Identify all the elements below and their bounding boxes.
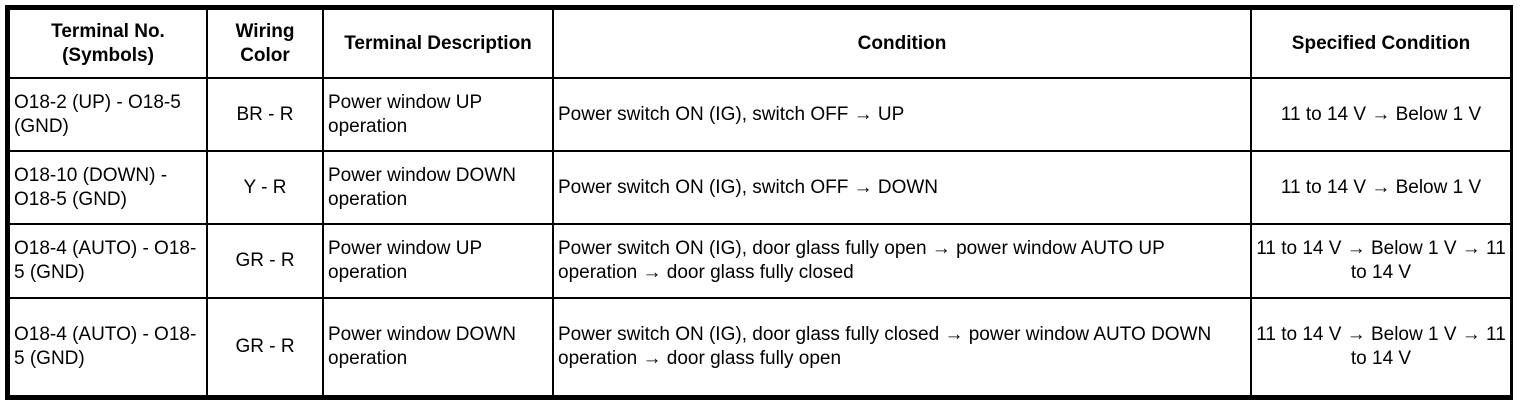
table-row: O18-4 (AUTO) - O18-5 (GND) GR - R Power … <box>8 296 1512 398</box>
header-specified-condition: Specified Condition <box>1250 8 1512 79</box>
cell-description: Power window DOWN operation <box>322 150 554 226</box>
cell-wiring-color: GR - R <box>206 296 324 398</box>
header-condition: Condition <box>552 8 1252 79</box>
cell-description: Power window UP operation <box>322 76 554 153</box>
cell-specified-condition: 11 to 14 V → Below 1 V <box>1250 76 1512 153</box>
cell-wiring-color: BR - R <box>206 76 324 153</box>
cell-specified-condition: 11 to 14 V → Below 1 V <box>1250 150 1512 226</box>
cell-description: Power window UP operation <box>322 223 554 299</box>
cell-condition: Power switch ON (IG), switch OFF → UP <box>552 76 1252 153</box>
cell-terminal: O18-4 (AUTO) - O18-5 (GND) <box>8 296 208 398</box>
terminal-table: Terminal No. (Symbols) Wiring Color Term… <box>8 8 1512 398</box>
cell-terminal: O18-2 (UP) - O18-5 (GND) <box>8 76 208 153</box>
cell-condition: Power switch ON (IG), door glass fully o… <box>552 223 1252 299</box>
table-row: O18-10 (DOWN) - O18-5 (GND) Y - R Power … <box>8 150 1512 226</box>
terminal-table-frame: Terminal No. (Symbols) Wiring Color Term… <box>5 5 1513 400</box>
header-wiring-color: Wiring Color <box>206 8 324 79</box>
cell-wiring-color: Y - R <box>206 150 324 226</box>
cell-specified-condition: 11 to 14 V → Below 1 V → 11 to 14 V <box>1250 223 1512 299</box>
header-row: Terminal No. (Symbols) Wiring Color Term… <box>8 8 1512 79</box>
header-terminal-no: Terminal No. (Symbols) <box>8 8 208 79</box>
cell-specified-condition: 11 to 14 V → Below 1 V → 11 to 14 V <box>1250 296 1512 398</box>
cell-terminal: O18-4 (AUTO) - O18-5 (GND) <box>8 223 208 299</box>
table-row: O18-2 (UP) - O18-5 (GND) BR - R Power wi… <box>8 76 1512 153</box>
cell-condition: Power switch ON (IG), door glass fully c… <box>552 296 1252 398</box>
cell-terminal: O18-10 (DOWN) - O18-5 (GND) <box>8 150 208 226</box>
table-row: O18-4 (AUTO) - O18-5 (GND) GR - R Power … <box>8 223 1512 299</box>
cell-description: Power window DOWN operation <box>322 296 554 398</box>
header-terminal-description: Terminal Description <box>322 8 554 79</box>
cell-wiring-color: GR - R <box>206 223 324 299</box>
cell-condition: Power switch ON (IG), switch OFF → DOWN <box>552 150 1252 226</box>
